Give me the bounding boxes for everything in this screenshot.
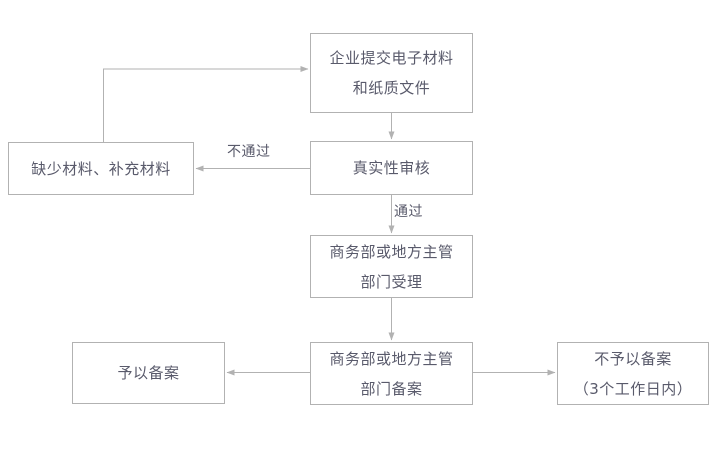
- node-missing-materials[interactable]: 缺少材料、补充材料: [8, 142, 194, 195]
- node-authenticity-review[interactable]: 真实性审核: [310, 141, 473, 195]
- edge-label-pass: 通过: [394, 204, 423, 220]
- node-filing-approved[interactable]: 予以备案: [72, 342, 225, 404]
- node-line: （3个工作日内）: [573, 379, 693, 398]
- node-line: 企业提交电子材料: [329, 49, 454, 67]
- node-department-acceptance[interactable]: 商务部或地方主管 部门受理: [310, 235, 473, 298]
- node-department-filing[interactable]: 商务部或地方主管 部门备案: [310, 342, 473, 405]
- node-line: 商务部或地方主管: [329, 242, 454, 261]
- node-line: 和纸质文件: [352, 79, 431, 97]
- node-line: 部门备案: [360, 379, 423, 398]
- node-line: 商务部或地方主管: [329, 349, 454, 368]
- edge-label-fail: 不通过: [227, 144, 271, 160]
- edge-missing-to-submit: [103, 65, 309, 142]
- node-line: 缺少材料、补充材料: [31, 159, 171, 178]
- node-filing-rejected[interactable]: 不予以备案 （3个工作日内）: [557, 342, 709, 405]
- node-enterprise-submit[interactable]: 企业提交电子材料 和纸质文件: [310, 33, 473, 113]
- node-line: 真实性审核: [352, 159, 431, 177]
- node-line: 予以备案: [117, 364, 180, 382]
- node-line: 不予以备案: [594, 349, 672, 368]
- node-line: 部门受理: [360, 272, 423, 291]
